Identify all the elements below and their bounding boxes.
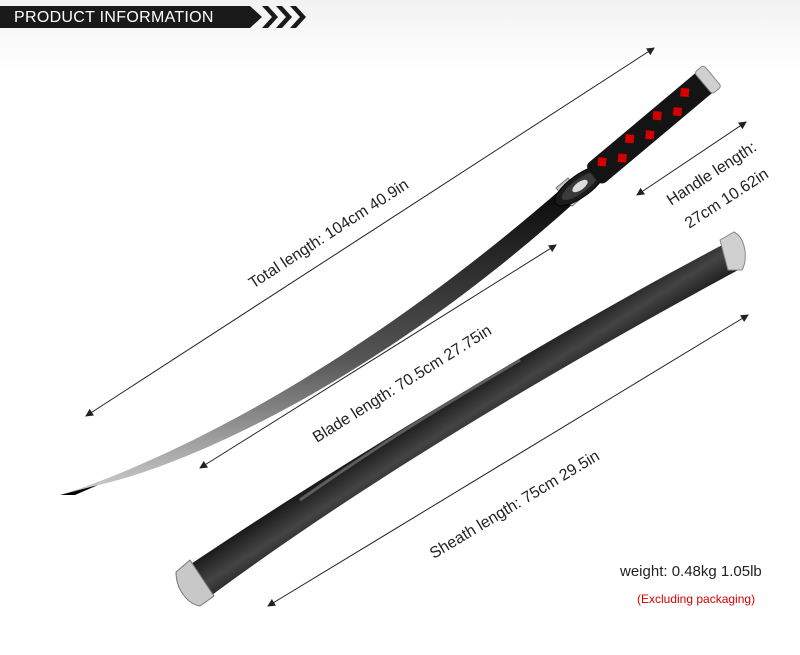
sheath-length-arrow bbox=[267, 314, 749, 607]
packaging-note: (Excluding packaging) bbox=[637, 592, 756, 606]
handle bbox=[587, 65, 721, 184]
product-information-banner: PRODUCT INFORMATION bbox=[0, 6, 262, 28]
banner-title: PRODUCT INFORMATION bbox=[14, 9, 214, 26]
total-length-arrow bbox=[85, 47, 655, 417]
sheath-tip bbox=[719, 231, 746, 271]
handle-length-arrow bbox=[636, 121, 747, 196]
sheath-mouth bbox=[175, 559, 215, 607]
sheath bbox=[182, 242, 742, 598]
weight-spec: weight: 0.48kg 1.05lb bbox=[620, 563, 762, 580]
